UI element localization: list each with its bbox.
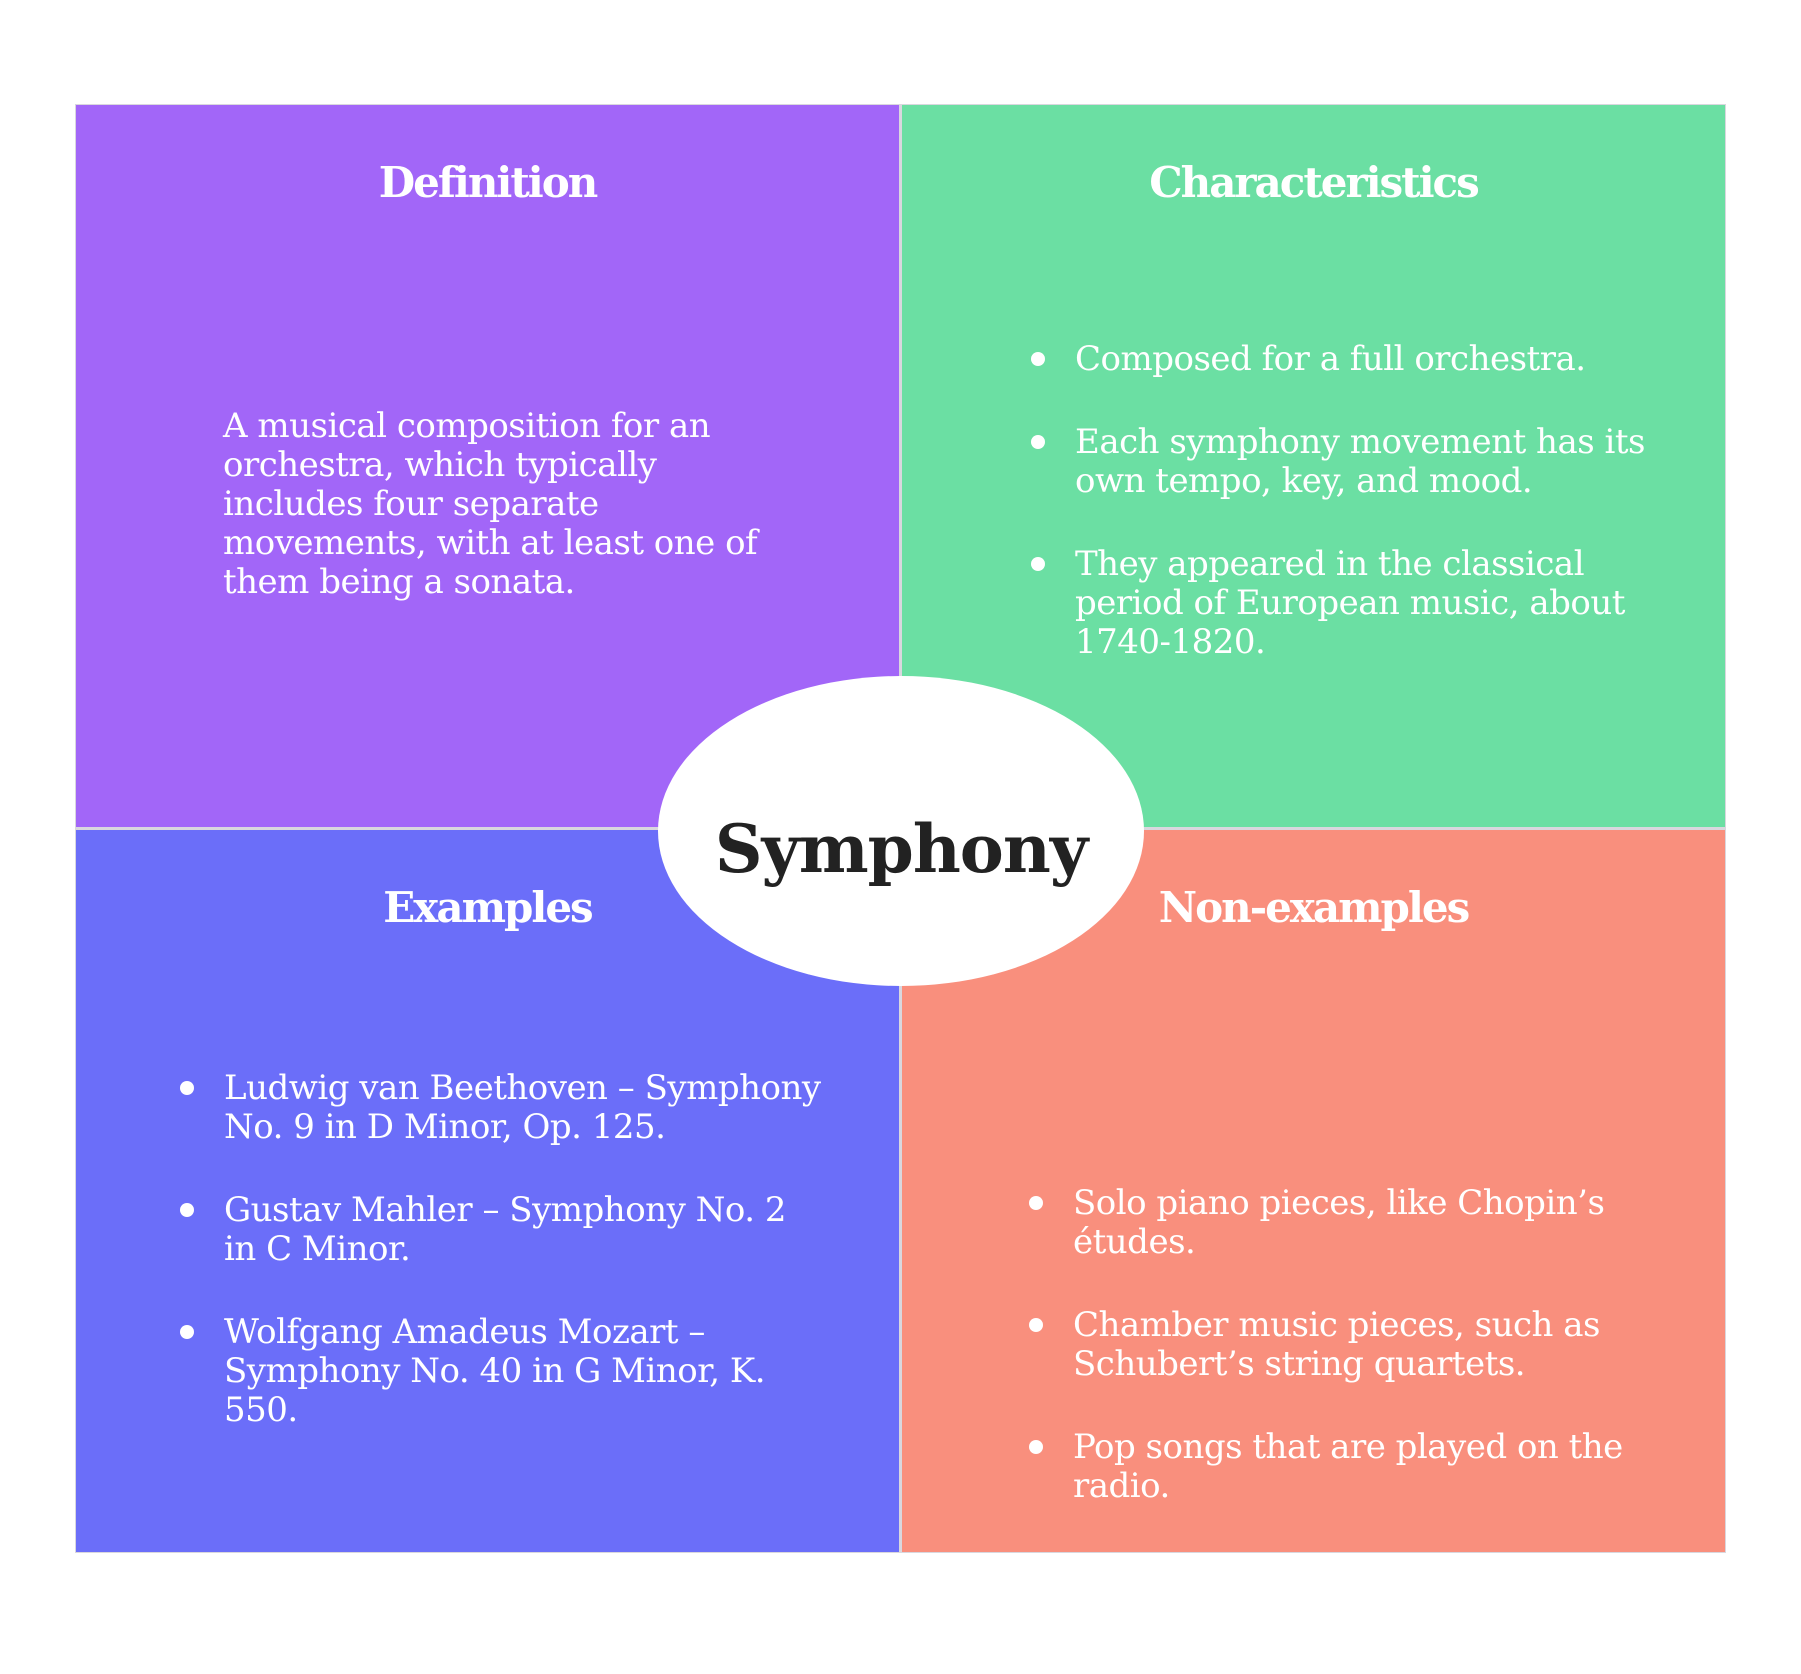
non-examples-quadrant: Non-examples Solo piano pieces, like Cho… [902, 830, 1725, 1552]
bullet-item: Solo piano pieces, like Chopin’s études. [1029, 1184, 1685, 1262]
definition-body: A musical composition for an orchestra, … [223, 406, 758, 603]
center-term-ellipse: Symphony [658, 676, 1144, 986]
examples-list: Ludwig van Beethoven – Symphony No. 9 in… [180, 1069, 899, 1430]
definition-quadrant: Definition A musical composition for an … [76, 105, 899, 827]
characteristics-list: Composed for a full orchestra. Each symph… [1031, 340, 1725, 662]
bullet-item: Each symphony movement has its own tempo… [1031, 423, 1685, 501]
center-term-label: Symphony [714, 810, 1088, 888]
bullet-item: Chamber music pieces, such as Schubert’s… [1029, 1306, 1685, 1384]
bullet-item: Pop songs that are played on the radio. [1029, 1428, 1685, 1506]
bullet-item: Composed for a full orchestra. [1031, 340, 1685, 379]
bullet-item: They appeared in the classical period of… [1031, 545, 1685, 662]
bullet-item: Ludwig van Beethoven – Symphony No. 9 in… [180, 1069, 859, 1147]
bullet-item: Wolfgang Amadeus Mozart – Symphony No. 4… [180, 1313, 859, 1430]
definition-title: Definition [378, 158, 599, 207]
non-examples-title: Non-examples [1158, 883, 1470, 932]
quadrant-grid: Definition A musical composition for an … [75, 104, 1726, 1553]
bullet-item: Gustav Mahler – Symphony No. 2 in C Mino… [180, 1191, 859, 1269]
characteristics-title: Characteristics [1149, 158, 1480, 207]
examples-title: Examples [383, 883, 593, 932]
non-examples-list: Solo piano pieces, like Chopin’s études.… [1029, 1184, 1725, 1506]
